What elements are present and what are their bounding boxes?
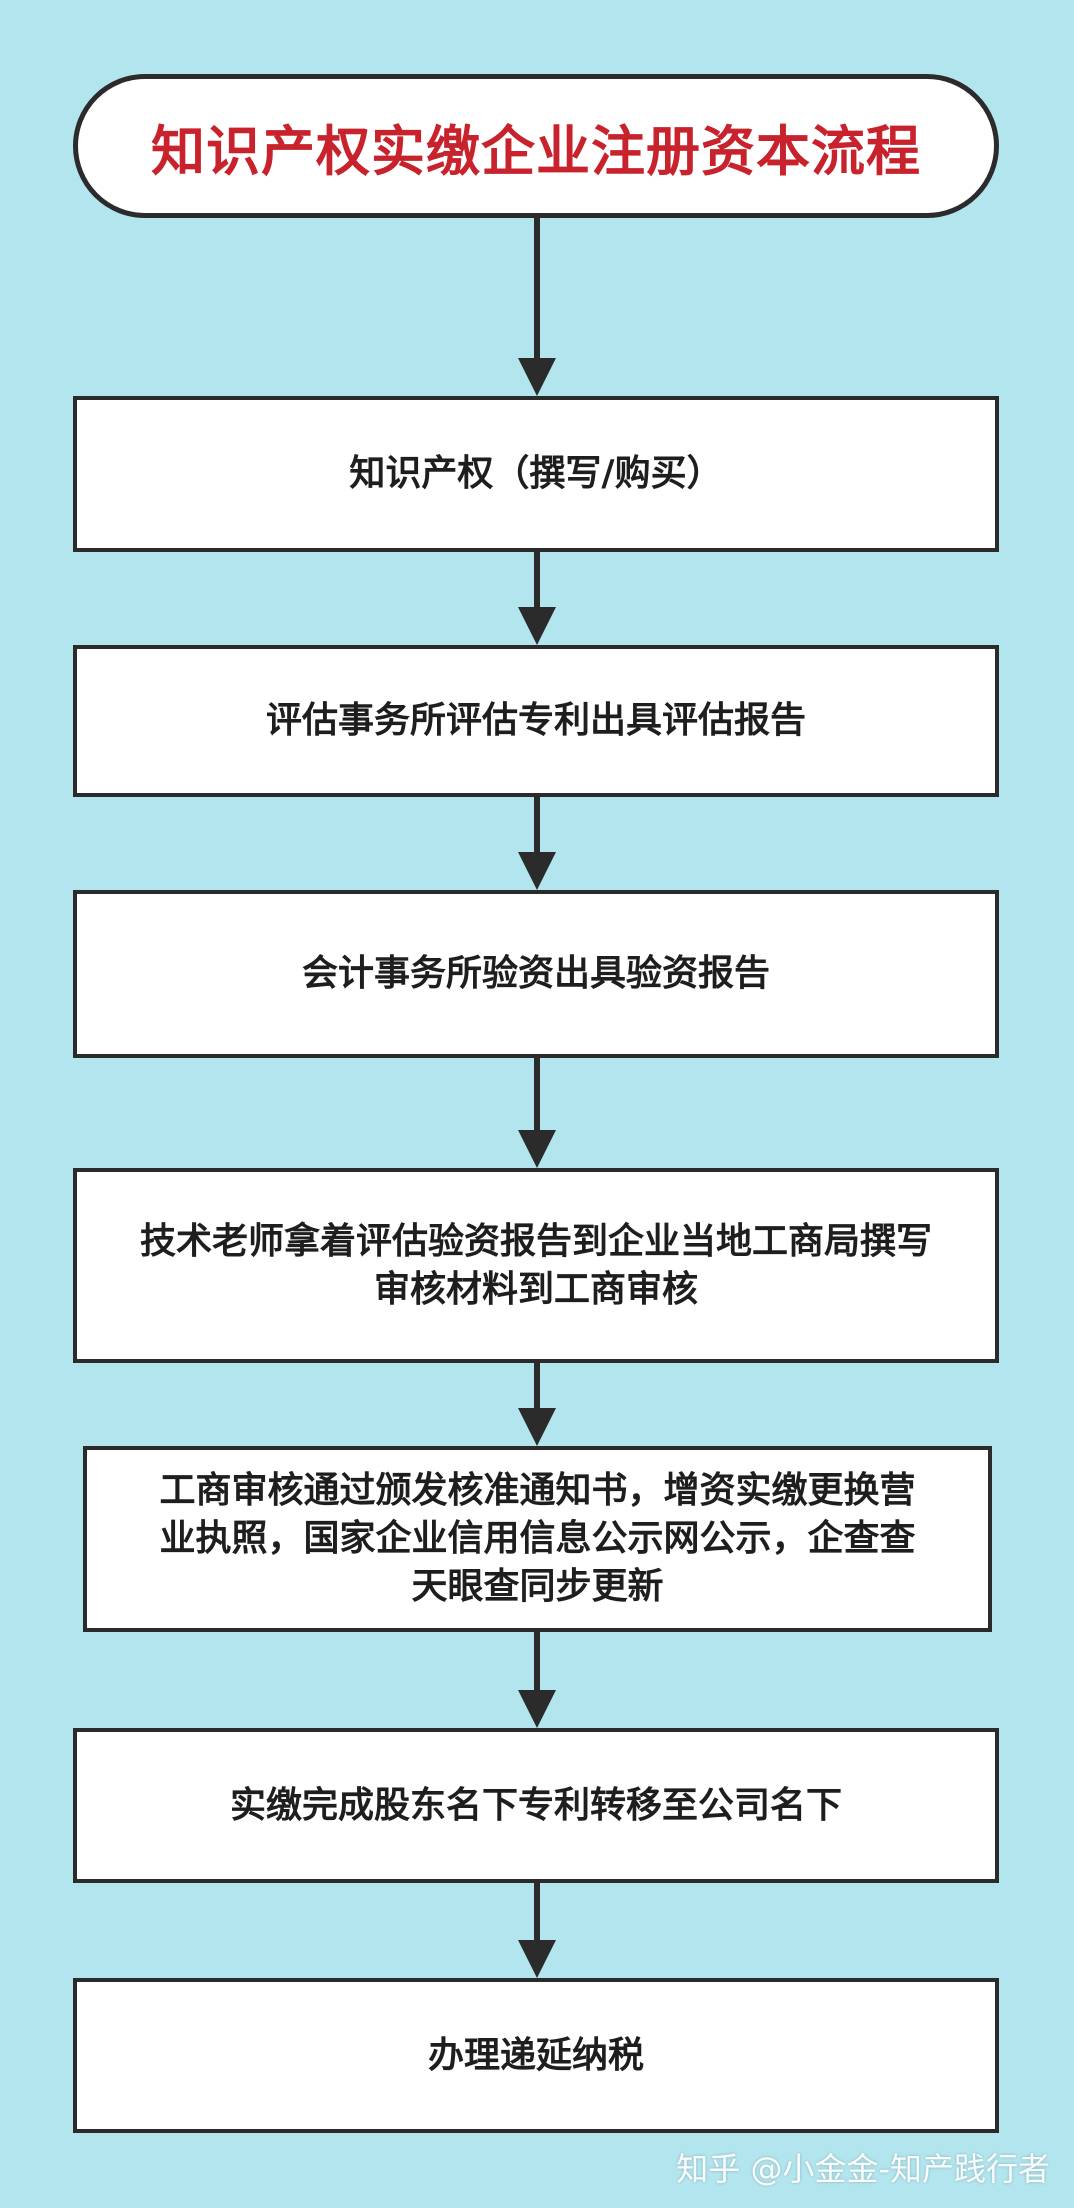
flow-arrow xyxy=(518,1363,556,1446)
flow-arrow xyxy=(518,1883,556,1978)
flow-step-4-text: 技术老师拿着评估验资报告到企业当地工商局撰写 审核材料到工商审核 xyxy=(139,1220,932,1310)
watermark-text: 知乎 @小金金-知产践行者 xyxy=(676,2150,1050,2188)
flow-step-3-text: 会计事务所验资出具验资报告 xyxy=(301,953,770,994)
flow-arrow xyxy=(518,218,556,396)
flow-step-3: 会计事务所验资出具验资报告 xyxy=(73,890,999,1058)
flow-step-7-text: 办理递延纳税 xyxy=(427,2034,644,2076)
flow-step-6: 实缴完成股东名下专利转移至公司名下 xyxy=(73,1728,999,1883)
flow-step-1: 知识产权（撰写/购买） xyxy=(73,396,999,552)
flow-arrow xyxy=(518,1058,556,1168)
flow-step-2-text: 评估事务所评估专利出具评估报告 xyxy=(265,700,806,741)
flow-step-1-text: 知识产权（撰写/购买） xyxy=(349,453,723,494)
flow-step-5: 工商审核通过颁发核准通知书，增资实缴更换营 业执照，国家企业信用信息公示网公示，… xyxy=(83,1446,992,1632)
flow-title: 知识产权实缴企业注册资本流程 xyxy=(151,119,921,183)
flow-arrow xyxy=(518,1632,556,1728)
flow-step-2: 评估事务所评估专利出具评估报告 xyxy=(73,645,999,797)
flow-step-5-text: 工商审核通过颁发核准通知书，增资实缴更换营 业执照，国家企业信用信息公示网公示，… xyxy=(159,1470,916,1607)
flow-step-7: 办理递延纳税 xyxy=(73,1978,999,2133)
flow-title-box: 知识产权实缴企业注册资本流程 xyxy=(73,74,999,218)
flow-arrow xyxy=(518,552,556,645)
flow-arrow xyxy=(518,797,556,890)
flow-step-6-text: 实缴完成股东名下专利转移至公司名下 xyxy=(229,1784,842,1826)
flow-step-4: 技术老师拿着评估验资报告到企业当地工商局撰写 审核材料到工商审核 xyxy=(73,1168,999,1363)
